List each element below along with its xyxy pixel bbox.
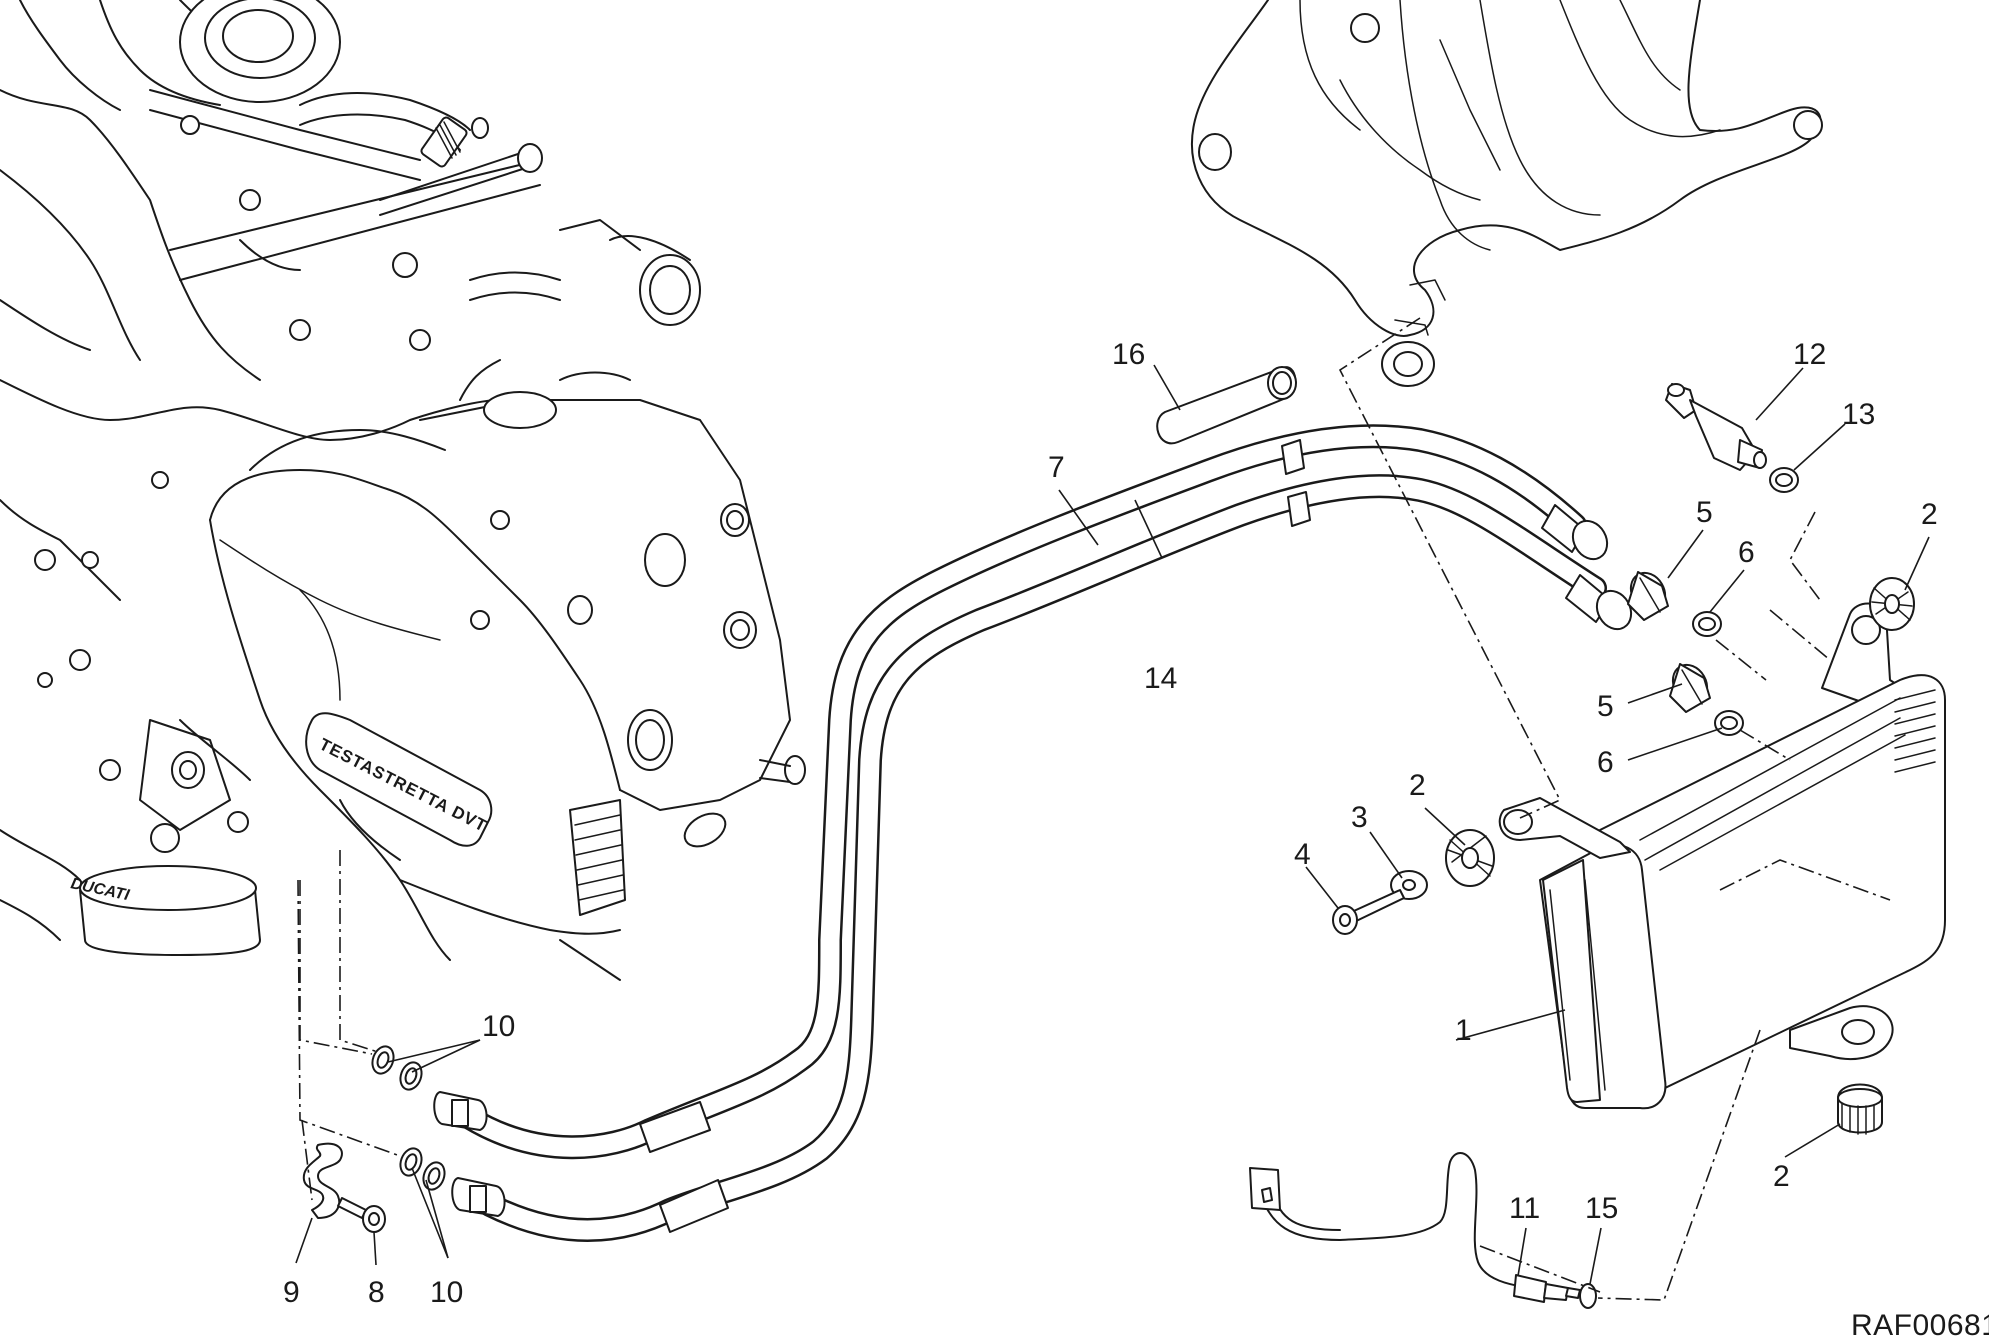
leader-lines [295, 364, 1930, 1285]
adapter-fitting-5-lower [1669, 663, 1711, 713]
diagram-reference-code: RAF00681 [1851, 1309, 1989, 1342]
callout-11: 11 [1509, 1192, 1540, 1225]
callout-labels: 1 2 2 2 3 4 5 5 6 6 7 8 9 10 10 11 12 13… [283, 338, 1989, 1342]
callout-16: 16 [1112, 338, 1145, 371]
callout-10-upper: 10 [482, 1010, 515, 1043]
callout-2-bottom: 2 [1773, 1160, 1790, 1193]
oil-temp-sensor-cable-11 [1249, 1152, 1581, 1303]
callout-3: 3 [1351, 801, 1368, 834]
callout-8: 8 [368, 1276, 385, 1309]
o-rings-10 [371, 1045, 446, 1191]
callout-7: 7 [1048, 451, 1065, 484]
bolt-8 [337, 1197, 386, 1233]
engine-assembly: TESTASTRETTA DVT DUCATI [0, 0, 806, 981]
adapter-fitting-5-upper [1627, 571, 1669, 621]
rubber-grommet-2-top [1869, 577, 1915, 631]
temperature-sensor-12 [1665, 383, 1767, 471]
callout-4: 4 [1294, 838, 1311, 871]
oil-cooler-1 [1498, 602, 1946, 1110]
callout-2-top: 2 [1921, 498, 1938, 531]
protective-sleeve-16 [1156, 366, 1297, 445]
oil-filter: DUCATI [69, 865, 261, 956]
callout-5-lower: 5 [1597, 690, 1614, 723]
callout-14: 14 [1144, 662, 1177, 695]
washer-15 [1579, 1283, 1597, 1309]
seal-6-lower [1714, 710, 1744, 736]
screw-4 [1332, 889, 1405, 935]
callout-10-lower: 10 [430, 1276, 463, 1309]
callout-5-upper: 5 [1696, 496, 1713, 529]
callout-1: 1 [1455, 1014, 1472, 1047]
rubber-grommet-2-left [1445, 829, 1495, 887]
callout-6-lower: 6 [1597, 746, 1614, 779]
callout-12: 12 [1793, 338, 1826, 371]
washer-13 [1769, 467, 1799, 493]
callout-6-upper: 6 [1738, 536, 1755, 569]
seal-6-upper [1692, 611, 1722, 637]
frame-headstock [1191, 0, 1823, 387]
hose-clamp-9 [302, 1142, 343, 1219]
callout-9: 9 [283, 1276, 300, 1309]
engine-logo-plate: TESTASTRETTA DVT [305, 712, 493, 847]
callout-2-middle: 2 [1409, 769, 1426, 802]
hose-fittings [433, 439, 1633, 1233]
callout-13: 13 [1842, 398, 1875, 431]
rubber-grommet-2-bottom [1837, 1083, 1883, 1135]
callout-15: 15 [1585, 1192, 1618, 1225]
assembly-lines [297, 317, 1831, 1301]
